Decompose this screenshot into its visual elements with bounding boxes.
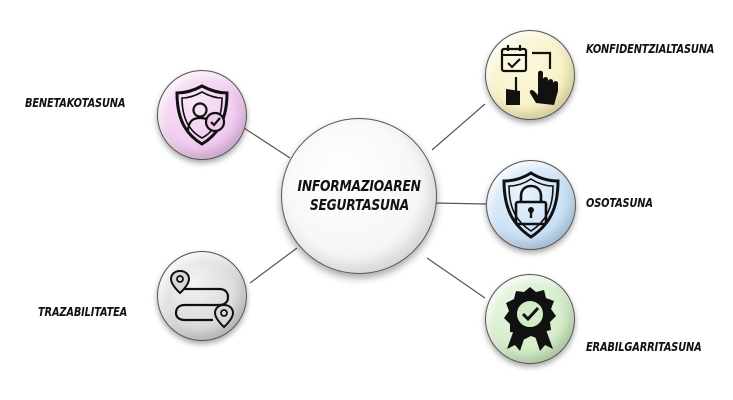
node-trazabilitatea bbox=[157, 251, 247, 341]
connector-osotasuna bbox=[433, 202, 487, 205]
connector-erabilgarritasuna bbox=[426, 257, 486, 299]
node-erabilgarritasuna bbox=[485, 274, 575, 364]
shield-padlock-icon bbox=[502, 171, 560, 239]
node-benetakotasuna bbox=[157, 70, 247, 160]
badge-check-ribbon-icon bbox=[504, 287, 556, 351]
label-trazabilitatea: TRAZABILITATEA bbox=[38, 305, 128, 319]
central-topic-line2: SEGURTASUNA bbox=[309, 196, 409, 214]
label-erabilgarritasuna: ERABILGARRITASUNA bbox=[586, 340, 702, 354]
connector-benetakotasuna bbox=[243, 127, 291, 159]
calendar-hand-touch-icon bbox=[500, 45, 558, 105]
node-konfidentzialtasuna bbox=[485, 30, 575, 120]
central-topic: INFORMAZIOAREN SEGURTASUNA bbox=[281, 118, 437, 274]
label-osotasuna: OSOTASUNA bbox=[586, 196, 653, 210]
connector-konfidentzialtasuna bbox=[431, 103, 486, 151]
central-topic-line1: INFORMAZIOAREN bbox=[297, 177, 421, 195]
route-pins-icon bbox=[169, 269, 235, 329]
label-benetakotasuna: BENETAKOTASUNA bbox=[25, 96, 126, 110]
label-konfidentzialtasuna: KONFIDENTZIALTASUNA bbox=[586, 42, 715, 56]
node-osotasuna bbox=[486, 160, 576, 250]
connector-trazabilitatea bbox=[249, 247, 298, 284]
shield-user-check-icon bbox=[175, 84, 229, 146]
